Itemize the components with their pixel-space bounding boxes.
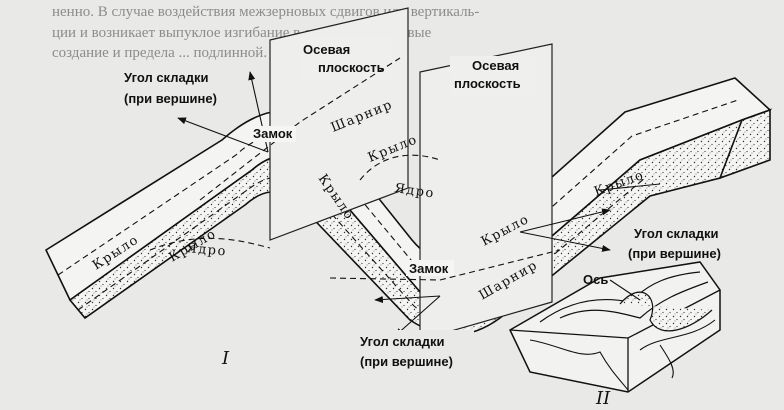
core-middle-label: Ядро — [393, 181, 435, 202]
axis-label: Ось — [583, 272, 608, 287]
fold-angle-right-line2: (при вершине) — [628, 246, 721, 261]
axis-pointer — [609, 279, 641, 301]
hinge-line-bottom — [329, 249, 561, 281]
lock-top-label: Замок — [253, 126, 293, 141]
background-book-text: ненно. В случае воздействия межзерновых … — [52, 4, 479, 61]
core-left-label: Ядро — [186, 241, 228, 259]
fold-angle-bottom-line2: (при вершине) — [360, 354, 453, 369]
lock-bottom-label: Замок — [409, 261, 449, 276]
axial-plane-2-label-line1: Осевая — [472, 58, 519, 73]
core-line-left — [149, 237, 271, 251]
figure-number-main: I — [221, 348, 230, 369]
arrow-top-left — [177, 117, 269, 153]
fold-angle-bottom-line1: Угол складки — [360, 334, 444, 349]
figure-number-inset: II — [595, 388, 611, 409]
core-line-middle — [359, 154, 441, 181]
fold-angle-top-line1: Угол складки — [124, 70, 208, 85]
background-line-1: ненно. В случае воздействия межзерновых … — [52, 4, 479, 20]
arrow-right-1 — [519, 208, 611, 233]
hinge-line-top — [199, 57, 401, 201]
axial-plane-2-label-line2: плоскость — [454, 76, 521, 91]
arrow-right-block — [599, 183, 661, 191]
inset-block — [509, 261, 721, 393]
axial-plane-1-label-line1: Осевая — [303, 42, 350, 57]
fold-angle-right-line1: Угол складки — [634, 226, 718, 241]
arrow-bottom-down — [374, 295, 441, 304]
axial-plane-1-label-line2: плоскость — [318, 60, 385, 75]
arrow-bottom-left — [394, 295, 441, 337]
fold-angle-top-line2: (при вершине) — [124, 91, 217, 106]
background-line-3: создание и предела ... подлинной. — [52, 45, 267, 61]
arrow-right-2 — [519, 231, 611, 252]
right-block-side — [718, 108, 771, 180]
